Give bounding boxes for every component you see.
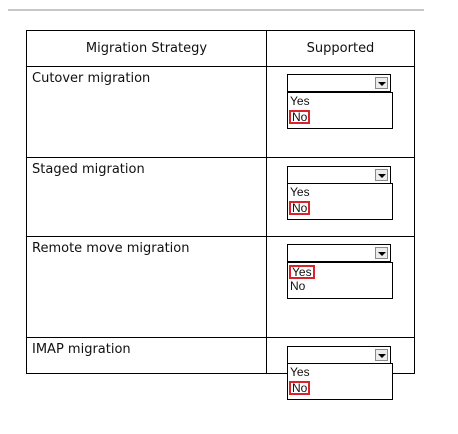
option-no-selected[interactable]: No [289, 381, 311, 395]
option-yes-selected[interactable]: Yes [289, 265, 315, 279]
dropdown-arrow-icon[interactable] [375, 349, 388, 361]
table-row: Remote move migration Yes No [26, 236, 415, 338]
option-yes[interactable]: Yes [290, 185, 310, 199]
option-list: Yes No [287, 92, 393, 129]
top-divider [8, 9, 424, 11]
dropdown-arrow-icon[interactable] [375, 77, 388, 89]
option-no-selected[interactable]: No [289, 110, 311, 124]
dropdown-arrow-icon[interactable] [375, 247, 388, 259]
option-no-selected[interactable]: No [289, 201, 311, 215]
option-list: Yes No [287, 262, 393, 299]
header-strategy: Migration Strategy [26, 30, 267, 67]
row-label: Cutover migration [32, 71, 151, 86]
supported-select[interactable] [287, 346, 391, 364]
option-list: Yes No [287, 183, 393, 220]
option-no[interactable]: No [290, 279, 306, 293]
option-yes[interactable]: Yes [290, 365, 310, 379]
migration-table: Migration Strategy Supported Cutover mig… [26, 30, 415, 400]
dropdown-arrow-icon[interactable] [375, 169, 388, 181]
supported-select[interactable] [287, 166, 391, 184]
row-label: Staged migration [32, 162, 145, 177]
row-label: Remote move migration [32, 241, 190, 256]
option-yes[interactable]: Yes [290, 94, 310, 108]
option-list: Yes No [287, 363, 393, 400]
header-row: Migration Strategy Supported [26, 30, 415, 67]
supported-select[interactable] [287, 74, 391, 92]
table-row: Staged migration Yes No [26, 157, 415, 237]
row-label: IMAP migration [32, 342, 131, 357]
header-supported: Supported [266, 30, 415, 67]
table-row: IMAP migration Yes No [26, 337, 415, 400]
supported-select[interactable] [287, 244, 391, 262]
table-row: Cutover migration Yes No [26, 66, 415, 158]
